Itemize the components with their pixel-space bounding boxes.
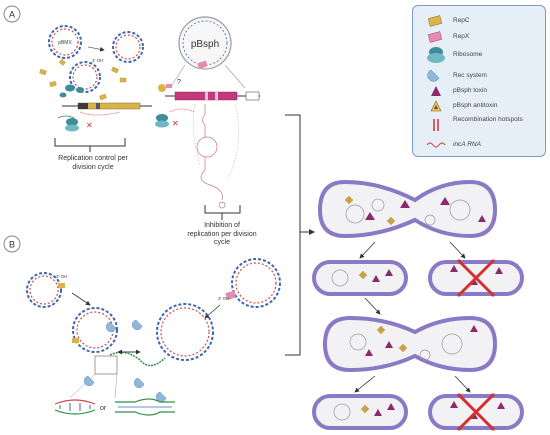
rec-system-proteins-b [83, 319, 167, 403]
repc-proteins-cluster [39, 58, 127, 101]
caption-inhibition-line1: Inhibition of [204, 222, 240, 229]
arrow-cell-1 [359, 241, 376, 259]
pbsph-large-plasmid [178, 16, 232, 70]
daughter-cell-alive-1 [312, 260, 408, 296]
ribosome-b [155, 114, 169, 128]
caption-inhibition-line2: replication per division [187, 230, 257, 238]
inca-rna-icon [426, 142, 446, 148]
pbmx-replicating-plasmid [69, 61, 101, 93]
daughter-cell-dead-1 [428, 258, 524, 298]
caption-inhibition: Inhibition of replication per division c… [172, 222, 272, 248]
arrow-cell-5 [454, 375, 471, 393]
repx-icon [427, 31, 443, 43]
pbmx-gene-bar [62, 102, 152, 110]
recombining-strand [109, 351, 166, 367]
panel-a-badge: A [3, 5, 21, 23]
or-text: or [100, 405, 107, 412]
ribosome-icon [427, 47, 445, 63]
bracket-a-left [54, 138, 126, 152]
arrow-pbmx [87, 46, 105, 52]
zoom-box-lines [69, 373, 118, 399]
repc-icon [427, 15, 443, 27]
hotspot-icon [433, 119, 439, 131]
hairpin-guide [193, 103, 239, 181]
inca-rna-b [169, 108, 196, 113]
repx-cluster-a [158, 84, 172, 92]
arrow-b-2 [204, 304, 221, 319]
dividing-cell-bottom [322, 315, 498, 373]
rna-hairpin [196, 104, 226, 209]
holliday-junction-b [115, 398, 175, 416]
rna-a [57, 115, 75, 119]
caption-inhibition-line3: cycle [214, 239, 230, 246]
bracket-a-middle [204, 205, 241, 220]
legend-panel: RepC RepX Ribosome Rec system pBsph toxi… [412, 5, 546, 157]
legend-inca-label: incA RNA [453, 141, 481, 148]
block-x-a: ✕ [86, 121, 93, 130]
zoom-lines [169, 64, 246, 89]
arrow-cell-4 [354, 375, 376, 393]
legend-antitoxin-label: pBsph antitoxin [453, 102, 498, 109]
arrow-cell-2 [449, 241, 466, 259]
dividing-cell-top [317, 179, 498, 239]
antitoxin-icon [430, 100, 442, 112]
arrow-cell-3 [364, 297, 381, 315]
oh-label-right: 3' OH [218, 296, 229, 301]
inca-rna-a [79, 111, 121, 116]
question-mark: ? [177, 79, 181, 86]
daughter-cell-dead-2 [428, 392, 524, 432]
daughter-cell-alive-2 [312, 394, 408, 430]
pbsph-title: pBsph [191, 39, 219, 50]
rec-system-icon [427, 69, 440, 82]
ribosome-a [65, 118, 79, 132]
block-x-b: ✕ [172, 119, 179, 128]
caption-replication-control: Replication control per division cycle [58, 155, 128, 171]
arrow-b-1 [71, 292, 91, 306]
legend-hotspot-label: Recombination hotspots [453, 116, 523, 123]
toxin-icon [431, 86, 441, 96]
panel-a-label: A [9, 10, 15, 20]
legend-repx-label: RepX [453, 33, 470, 40]
legend-repc-label: RepC [453, 17, 470, 24]
plasmid-b-right [225, 258, 281, 308]
panel-b-badge: B [3, 235, 21, 253]
oh-label-left: 3' OH [56, 274, 67, 279]
pbmx-plasmid-top-right [112, 31, 144, 63]
pbmx-label: pBMX [58, 40, 72, 46]
legend-rec-system-label: Rec system [453, 72, 487, 79]
legend-ribosome-label: Ribosome [453, 51, 483, 58]
oh-label-top: 3' OH [92, 58, 103, 63]
panel-b-label: B [9, 240, 15, 250]
pbsph-gene-bar [165, 91, 260, 101]
zoom-box [94, 355, 118, 375]
pbmx-plasmid-top-left: pBMX [48, 25, 82, 59]
plasmid-b-left [26, 272, 65, 308]
rec-system-cluster [59, 84, 84, 98]
holliday-junction-a [54, 399, 96, 415]
connector-bracket [285, 114, 314, 356]
repx-on-pbsph [197, 60, 208, 70]
theta-replication-right [156, 303, 214, 361]
legend-toxin-label: pBsph toxin [453, 87, 487, 94]
